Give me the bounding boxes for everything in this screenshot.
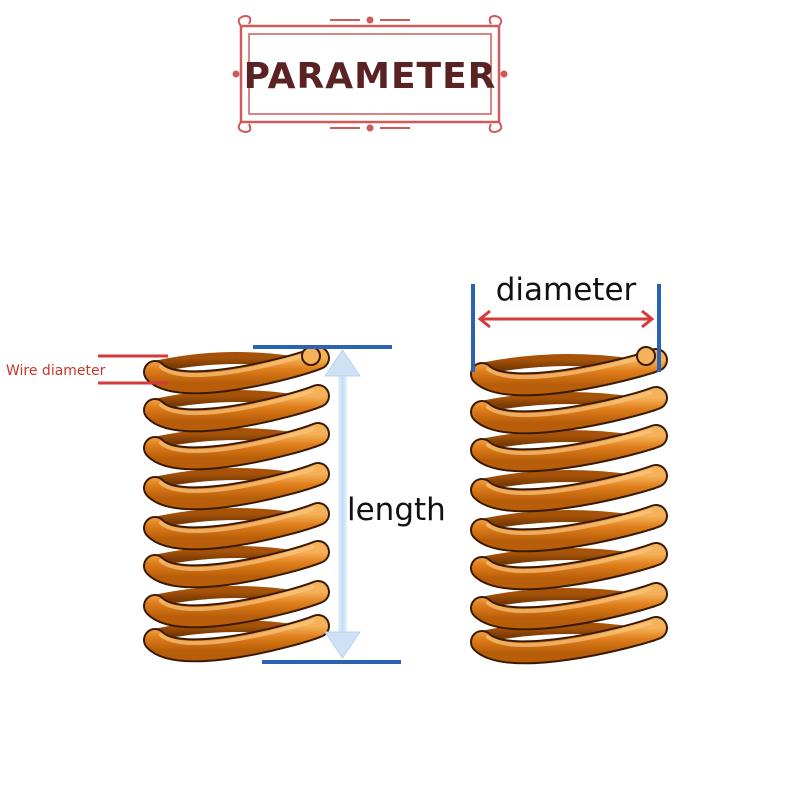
frame-ornament-icon [232,14,508,134]
coil [145,582,328,627]
title-frame: PARAMETER [232,14,508,134]
coil [145,616,328,661]
wire-diameter-indicator: Wire diameter [6,354,168,385]
coil-highlight [159,507,314,533]
wire-diameter-label: Wire diameter [6,363,106,379]
coil [472,388,666,433]
coil [472,584,666,629]
wire-end-icon [301,346,321,366]
coil [472,618,666,663]
coil-highlight [159,545,314,571]
coil [145,504,328,549]
page-title: PARAMETER [244,56,497,97]
diameter-dimension: diameter [471,272,661,372]
coil-highlight [159,389,314,415]
coil-highlight [486,547,652,573]
diameter-arrow-icon [477,309,655,329]
coil-highlight [486,391,652,417]
coil-highlight [159,351,314,377]
coil-highlight [159,585,314,611]
coil [472,426,666,471]
coil-highlight [486,587,652,613]
coil-highlight [159,467,314,493]
coil [145,542,328,587]
wire-end-icon [636,346,656,366]
coil [145,464,328,509]
coil [145,424,328,469]
length-label: length [347,492,446,528]
coil-highlight [159,619,314,645]
length-arrow-icon [324,349,361,659]
diameter-label: diameter [496,272,637,308]
coil-highlight [486,429,652,455]
coil [145,386,328,431]
spring-left [143,346,330,663]
coil [472,466,666,511]
coil-highlight [486,509,652,535]
coil [472,506,666,551]
coil [472,544,666,589]
coil-highlight [486,621,652,647]
length-dimension: length [253,345,446,664]
coil-highlight [486,469,652,495]
coil-highlight [159,427,314,453]
spring-right [470,346,668,665]
